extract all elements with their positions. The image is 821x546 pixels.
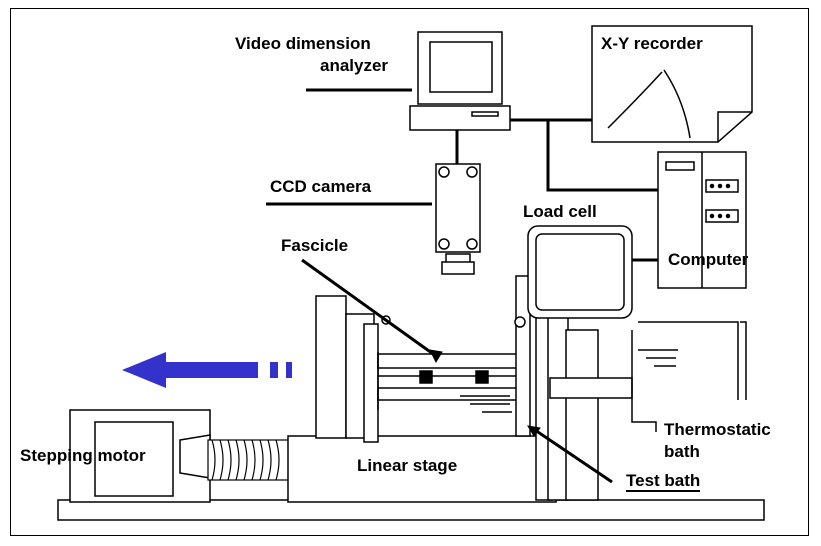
direction-arrow [122, 352, 292, 388]
test-bath-water [460, 395, 512, 413]
stepping-motor-label: Stepping motor [20, 446, 146, 465]
thermostatic-label-line2: bath [664, 442, 700, 461]
load-cell [527, 225, 633, 319]
linear-stage [287, 435, 557, 503]
ccd-camera-label: CCD camera [270, 177, 372, 196]
thermostatic-label-line1: Thermostatic [664, 420, 771, 439]
video-analyzer-label-line1: Video dimension [235, 34, 371, 53]
base-platform [57, 499, 765, 521]
computer [409, 31, 511, 131]
computer-label: Computer [668, 250, 749, 269]
cables [455, 118, 658, 262]
test-bath-arrowhead [527, 425, 541, 437]
pointer-lines [266, 88, 613, 484]
fascicle-holder [377, 353, 521, 401]
load-cell-label: Load cell [523, 202, 597, 221]
fascicle-label: Fascicle [281, 236, 349, 255]
lead-screw [207, 439, 291, 481]
xy-recorder [591, 25, 753, 143]
test-bath-label: Test bath [626, 471, 701, 492]
linear-stage-label: Linear stage [357, 456, 458, 475]
right-clamp [514, 275, 633, 501]
left-clamp [315, 295, 391, 443]
stepping-motor [69, 409, 211, 503]
ccd-camera [435, 163, 481, 275]
xy-recorder-label: X-Y recorder [601, 34, 703, 53]
thermostatic-bath [631, 321, 747, 432]
computer-tower [657, 151, 747, 289]
fascicle-arrowhead [429, 349, 443, 364]
video-analyzer-label-line2: analyzer [320, 56, 389, 75]
